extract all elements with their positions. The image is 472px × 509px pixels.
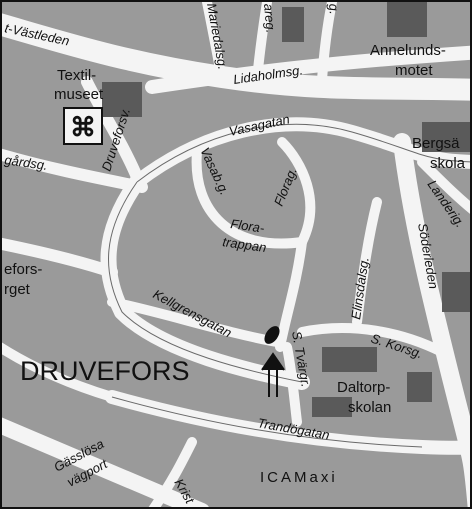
building-daltorp-3 [407,372,432,402]
place-label-flora-1: Flora- [230,216,266,236]
road-lower-link [2,342,117,402]
building-daltorp-1 [322,347,377,372]
road-kellgrensgatan [107,297,282,347]
road-elinsdalsg [352,197,382,327]
street-label-vasagatan: Vasagatan [228,111,291,138]
street-label-gardsg: gårdsg. [4,152,49,173]
building-textil [102,82,142,117]
place-label-annelunds-1: Annelunds- [370,42,446,59]
building-east [442,272,470,312]
street-label-areg: areg. [261,3,279,34]
road-s-torg [275,237,307,352]
building-daltorp-2 [312,397,352,417]
place-label-textil-2: museet [54,86,104,103]
road-s-tvargr [282,342,302,427]
location-marker-icon[interactable] [261,323,282,346]
building-annelunds [387,2,427,37]
place-label-textil-1: Textil- [57,67,96,84]
building-bergsa [422,122,470,152]
road-gaslosa [2,417,209,507]
road-krist [148,437,197,507]
place-label-daltorp-2: skolan [348,399,391,416]
road-outlines [108,123,470,448]
road-g-top [317,2,337,85]
road-druveforsv [81,76,143,183]
road-west-side [2,237,118,278]
building-top-mid [282,7,304,42]
place-label-druvefors: DRUVEFORS [20,356,190,386]
place-label-flora-2: trappan [222,234,268,255]
place-label-annelunds-2: motet [395,62,433,79]
road-s-korsg [297,323,447,357]
place-label-efors: efors- [4,261,42,278]
road-landerig [417,157,470,214]
street-label-florag: Florag. [271,165,300,208]
museum-icon[interactable]: ⌘ [63,107,103,145]
road-soderleden [393,133,470,507]
place-label-daltorp-1: Daltorp- [337,379,390,396]
road-lidaholmsg [145,45,470,94]
place-label-skola: skola [430,155,466,172]
place-label-icamaxi[interactable]: ICAMaxi [260,469,338,486]
svg-text:⌘: ⌘ [70,112,96,142]
double-arrow-up-icon [261,352,285,397]
road-gardsg [2,148,148,193]
place-label-rget: rget [4,281,31,298]
place-label-bergsa: Bergsä [412,135,460,152]
street-label-elinsdalsg: Elinsdalsg. [348,256,372,320]
street-label-g-top: g. [326,3,342,15]
road-vasabg-loop [191,137,316,249]
buildings [102,2,470,417]
road-areg [252,2,272,85]
road-mariedalsg [202,2,227,85]
street-label-mariedalsg: Mariedalsg. [204,2,230,71]
